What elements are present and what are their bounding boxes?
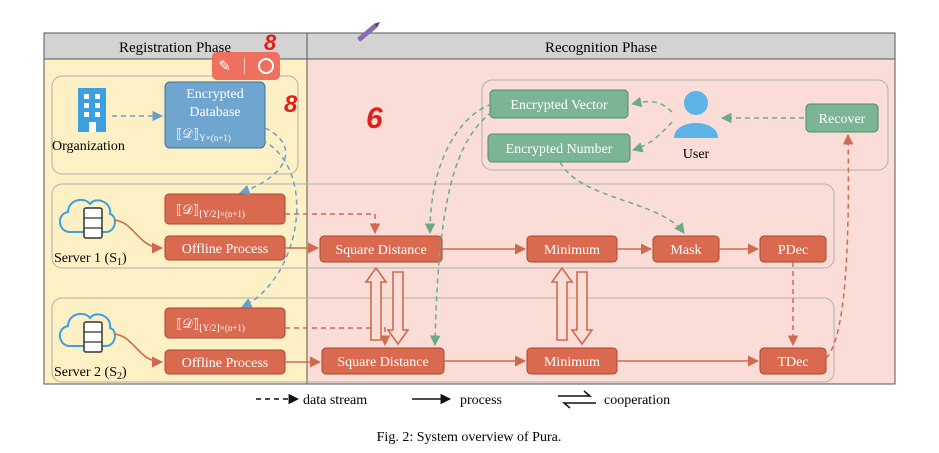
half-database-box-s2	[164, 307, 286, 339]
encrypted-database-symbol: ⟦𝒟⟧Υ×(n+1)	[176, 126, 231, 143]
toolbar-divider	[243, 58, 245, 74]
phase-header	[44, 33, 895, 59]
cooperation-arrow-minimum	[550, 266, 594, 346]
encrypted-vector-text: Encrypted Vector	[510, 98, 608, 113]
server1-panel	[51, 183, 835, 269]
encrypted-database-subscript: Υ×(n+1)	[199, 133, 231, 143]
offline-process-text-s1: Offline Process	[182, 242, 268, 257]
figure-caption: Fig. 2: System overview of Pura.	[377, 430, 562, 445]
pdec-text: PDec	[778, 243, 808, 258]
square-distance-text-s1: Square Distance	[335, 243, 426, 258]
tdec-box	[759, 347, 827, 375]
magic-pen-icon[interactable]: ✎	[218, 56, 231, 75]
annotation-mark-center: 6	[366, 102, 383, 135]
organization-label: Organization	[52, 139, 125, 154]
floating-toolbar: ✎	[212, 52, 280, 80]
minimum-text-s2: Minimum	[544, 355, 600, 370]
legend-process: process	[460, 393, 502, 408]
legend-cooperation: cooperation	[604, 393, 670, 408]
building-icon	[78, 88, 106, 132]
server1-label: Server 1 (S1)	[54, 251, 127, 268]
registration-phase-title: Registration Phase	[119, 40, 231, 56]
encrypted-number-box	[487, 133, 631, 163]
diagram-frame	[43, 32, 896, 385]
server2-label: Server 2 (S2)	[54, 365, 127, 382]
user-icon	[674, 91, 718, 138]
recover-text: Recover	[819, 112, 866, 127]
minimum-text-s1: Minimum	[544, 243, 600, 258]
server2-cloud-icon	[59, 312, 116, 353]
legend-data-stream: data stream	[303, 393, 367, 408]
pencil-icon	[357, 21, 381, 42]
tdec-text: TDec	[777, 355, 808, 370]
recognition-phase-title: Recognition Phase	[545, 40, 657, 56]
annotation-mark-right: 8	[284, 91, 298, 118]
square-distance-text-s2: Square Distance	[337, 355, 428, 370]
encrypted-database-line2: Database	[189, 105, 240, 120]
server2-panel	[51, 297, 835, 383]
legend-cooperation-icon	[558, 390, 596, 409]
half-database-text-s2: ⟦𝒟⟧⌊Υ/2⌋×(n+1)	[176, 316, 245, 333]
search-icon[interactable]	[257, 58, 274, 74]
mask-text: Mask	[670, 243, 701, 258]
recover-box	[805, 103, 879, 133]
half-database-box-s1	[164, 193, 286, 225]
half-database-text-s1: ⟦𝒟⟧⌊Υ/2⌋×(n+1)	[176, 202, 245, 219]
encrypted-number-text: Encrypted Number	[506, 142, 613, 157]
offline-process-text-s2: Offline Process	[182, 356, 268, 371]
encrypted-database-line1: Encrypted	[186, 87, 244, 102]
user-label: User	[683, 147, 710, 162]
server1-cloud-icon	[59, 198, 116, 239]
organization-panel	[51, 75, 299, 175]
encrypted-database-box	[164, 81, 266, 149]
user-panel	[481, 79, 889, 171]
cooperation-arrow-square-distance	[364, 266, 410, 346]
annotation-mark-top: 8	[264, 30, 277, 55]
